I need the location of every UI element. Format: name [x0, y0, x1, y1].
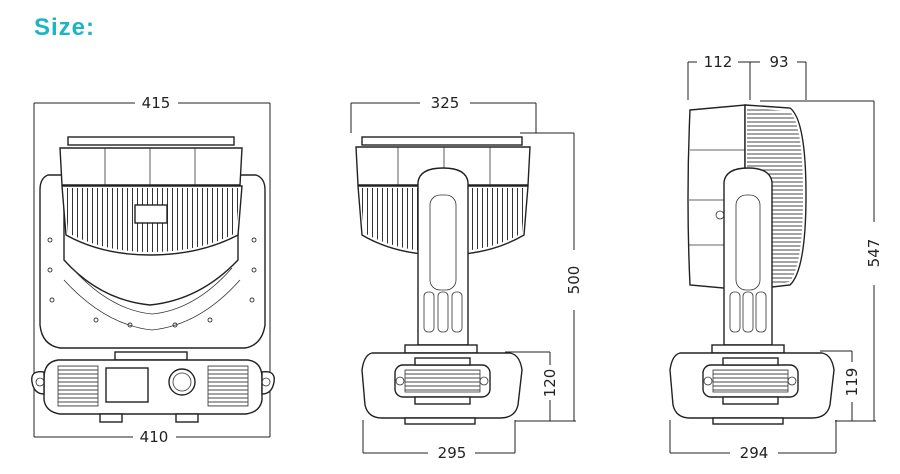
side-top-width: 325: [431, 94, 460, 112]
profile-view: 112 93 547 119 294: [669, 53, 883, 462]
profile-top-right: 93: [769, 53, 788, 71]
side-bottom-width: 295: [438, 444, 467, 462]
profile-top-left: 112: [704, 53, 733, 71]
profile-height: 547: [865, 239, 883, 268]
profile-base-height: 119: [843, 368, 861, 397]
side-height: 500: [565, 266, 583, 295]
side-base-height: 120: [541, 369, 559, 398]
front-top-width: 415: [142, 94, 171, 112]
size-title: Size:: [34, 14, 96, 41]
side-view: 325 500 120 295: [350, 94, 583, 462]
front-bottom-width: 410: [140, 428, 169, 446]
profile-bottom-width: 294: [740, 444, 769, 462]
front-view: 415 410: [31, 94, 275, 446]
